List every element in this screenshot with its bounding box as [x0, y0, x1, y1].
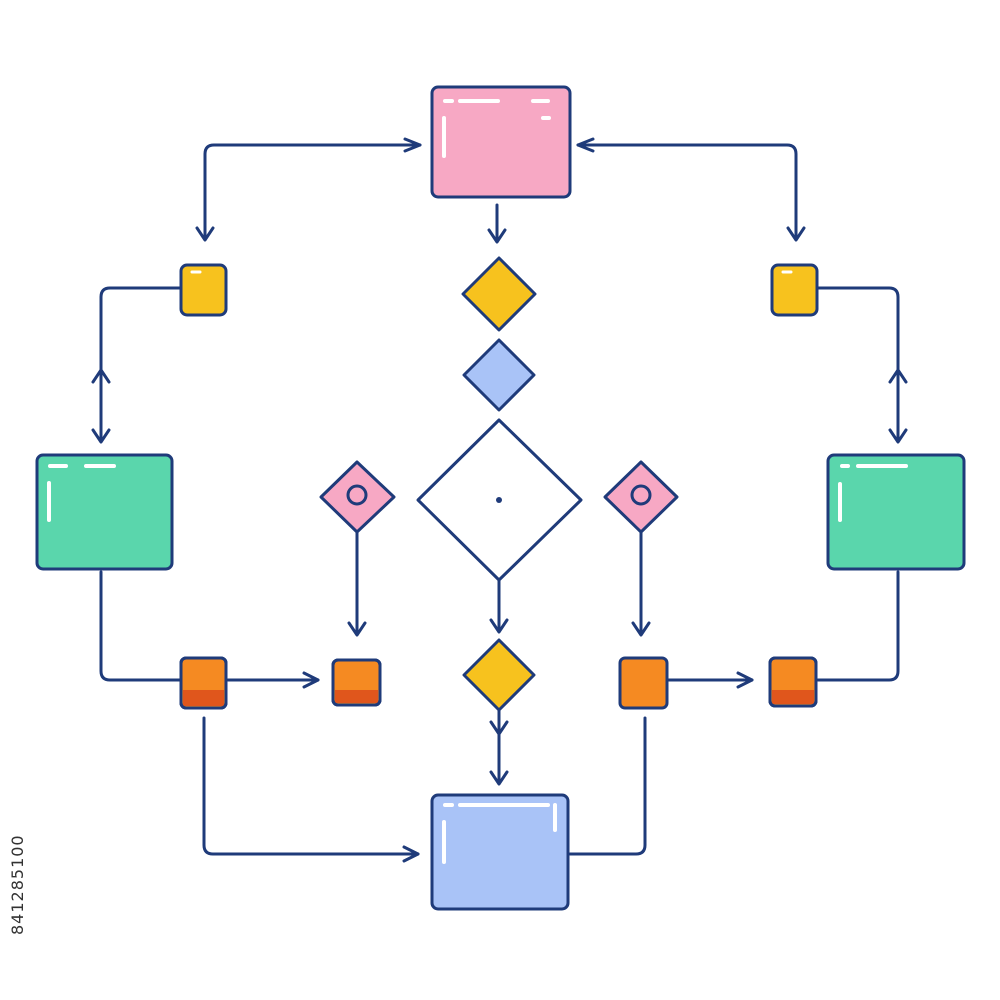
- connector-left-orange-blue: [202, 716, 420, 856]
- left-orange-node: [179, 656, 228, 710]
- right-orange-node: [768, 656, 818, 708]
- arrow-head-icon: [347, 621, 367, 637]
- left-process-box: [35, 453, 174, 571]
- arrow-head-icon: [888, 428, 908, 444]
- arrow-head-icon: [302, 671, 320, 689]
- connector-left-green-orange: [99, 570, 184, 682]
- main-decision-dot: [496, 497, 502, 503]
- top-process-box: [430, 85, 572, 199]
- connector-right-yellow-green: [816, 286, 900, 442]
- left-pink-target: [319, 460, 396, 534]
- arrow-head-icon: [631, 621, 651, 637]
- connector-top-right: [576, 143, 798, 240]
- ring-target-icon: [630, 484, 652, 506]
- arrow-head-icon: [402, 845, 420, 863]
- connector-left-yellow-green: [99, 286, 184, 442]
- arrow-head-icon: [489, 720, 509, 736]
- right-process-box: [826, 453, 966, 571]
- bottom-process-box: [430, 793, 570, 911]
- right-yellow-node: [770, 263, 819, 317]
- stock-image-id: 841285100: [8, 834, 27, 935]
- arrow-head-icon: [195, 226, 215, 242]
- arrow-head-icon: [489, 618, 509, 634]
- ring-target-icon: [346, 484, 368, 506]
- center-left-orange-node: [331, 658, 382, 707]
- top-blue-decision: [462, 338, 536, 412]
- bottom-yellow-decision: [462, 638, 536, 712]
- right-pink-target: [603, 460, 679, 534]
- center-right-orange-node: [618, 656, 669, 710]
- connector-lines: [99, 143, 900, 856]
- arrow-head-icon: [736, 671, 754, 689]
- arrow-head-icon: [786, 226, 806, 242]
- connector-right-green-orange: [816, 570, 900, 682]
- left-yellow-node: [179, 263, 228, 317]
- arrow-head-icon: [487, 228, 507, 244]
- arrowheads: [91, 137, 908, 863]
- connector-right-orange-blue: [568, 716, 647, 856]
- arrow-head-icon: [403, 137, 422, 153]
- connector-top-left: [203, 143, 422, 240]
- arrow-head-icon: [91, 428, 111, 444]
- arrow-head-icon: [888, 368, 908, 384]
- arrow-head-icon: [489, 770, 509, 786]
- arrow-head-icon: [91, 368, 111, 384]
- arrow-head-icon: [576, 137, 595, 153]
- top-yellow-decision: [461, 256, 537, 332]
